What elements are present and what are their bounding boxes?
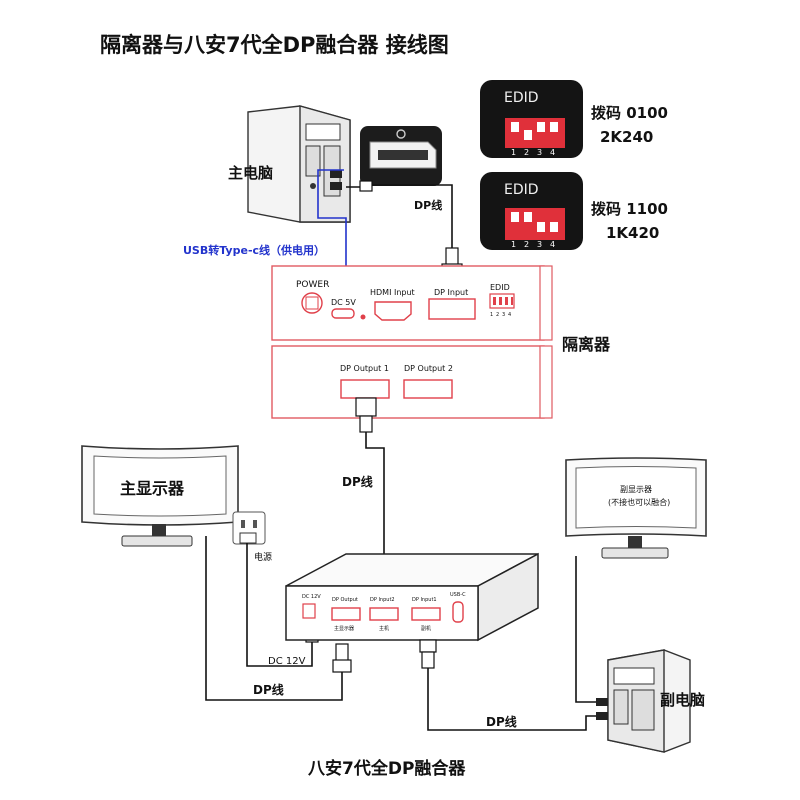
dip-number: 1 [511,148,516,157]
dip-number: 4 [550,148,555,157]
fusion-in2-label: DP Input2 [370,597,395,603]
sub-pc [596,649,691,753]
dip-number: 3 [537,148,542,157]
dc5v-port [331,308,355,319]
dp-input-port [428,298,476,320]
dp-cable-sub-monitor-to-sub-pc [575,556,596,703]
dip-number: 2 [524,148,529,157]
dp-plug [332,659,352,673]
sub-monitor [565,457,707,559]
dip-number: 3 [537,240,542,249]
dp-cable-label: DP线 [414,198,442,212]
dip-number: 1 [490,312,493,318]
fusion-in1-sub: 副机 [421,625,431,632]
fusion-device-title: 八安7代全DP融合器 [308,758,466,779]
dc12v-cable [246,543,313,667]
sub-monitor-label: 副显示器 [620,485,652,494]
fusion-usb-label: USB-C [450,592,466,598]
dp-plug [355,397,377,417]
dp-cable-main-pc-to-isolator [346,184,453,248]
fusion-device [285,552,539,642]
fusion-out-sub: 主显示器 [334,625,354,632]
main-monitor [81,445,239,547]
fusion-dp-input1-port [411,607,441,621]
usb-cable-label: USB转Type-c线（供电用） [183,243,325,257]
edid-title-2: EDID [504,182,539,198]
dp-plug [419,639,437,653]
isolator-out2-label: DP Output 2 [404,364,453,373]
dip-number: 4 [508,312,511,318]
isolator-dp-label: DP Input [434,288,468,297]
isolator-dc-label: DC 5V [331,298,356,307]
sub-monitor-note: (不接也可以融合) [608,497,670,507]
dp-port-closeup [360,126,442,186]
edid-setting-2: EDID 1 2 3 4 [480,172,583,250]
dp-cable-fusion-to-monitor [205,536,343,701]
dip-number: 2 [524,240,529,249]
dip-number: 3 [502,312,505,318]
diagram-title: 隔离器与八安7代全DP融合器 接线图 [100,33,449,57]
dp-output-1-port [340,379,390,399]
edid-code-2: 拨码 1100 [591,200,668,218]
main-pc-label: 主电脑 [228,164,273,182]
fusion-dc-label: DC 12V [302,594,321,600]
usb-typec-cable [317,169,347,276]
isolator-bottom-panel [271,345,553,419]
isolator-power-label: POWER [296,280,329,290]
edid-code-1: 拨码 0100 [591,104,668,122]
dp-cable-sub-pc-to-fusion [427,668,596,731]
fusion-in1-label: DP Input1 [412,597,437,603]
power-outlet [232,511,266,545]
isolator-out1-label: DP Output 1 [340,364,389,373]
dp-cable-label: DP线 [486,714,517,729]
fusion-usbc-port [452,601,464,623]
fusion-in2-sub: 主机 [379,625,389,632]
dc12v-port [302,603,316,619]
dp-cable-isolator-to-fusion [365,432,385,556]
dip-number: 4 [550,240,555,249]
dp-cable-label: DP线 [342,474,373,489]
edid-mode-2: 1K420 [606,224,659,242]
isolator-edid-label: EDID [490,283,510,292]
fusion-out-label: DP Output [332,597,358,603]
edid-setting-1: EDID 1 2 3 4 [480,80,583,158]
edid-title-1: EDID [504,90,539,106]
dc12v-cable-label: DC 12V [268,656,306,667]
sub-pc-label: 副电脑 [660,691,705,709]
isolator-label: 隔离器 [562,335,611,354]
dip-number: 2 [496,312,499,318]
edid-mode-1: 2K240 [600,128,653,146]
dp-cable-label: DP线 [253,682,284,697]
dip-number: 1 [511,240,516,249]
fusion-dp-output-port [331,607,361,621]
main-pc [247,105,351,223]
dp-output-2-port [403,379,453,399]
fusion-dp-input2-port [369,607,399,621]
isolator-hdmi-label: HDMI Input [370,288,415,297]
dp-plug [445,247,459,267]
main-monitor-label: 主显示器 [120,479,185,498]
power-outlet-label: 电源 [254,551,272,563]
isolator-top-panel [271,265,553,341]
hdmi-input-port [374,301,412,321]
